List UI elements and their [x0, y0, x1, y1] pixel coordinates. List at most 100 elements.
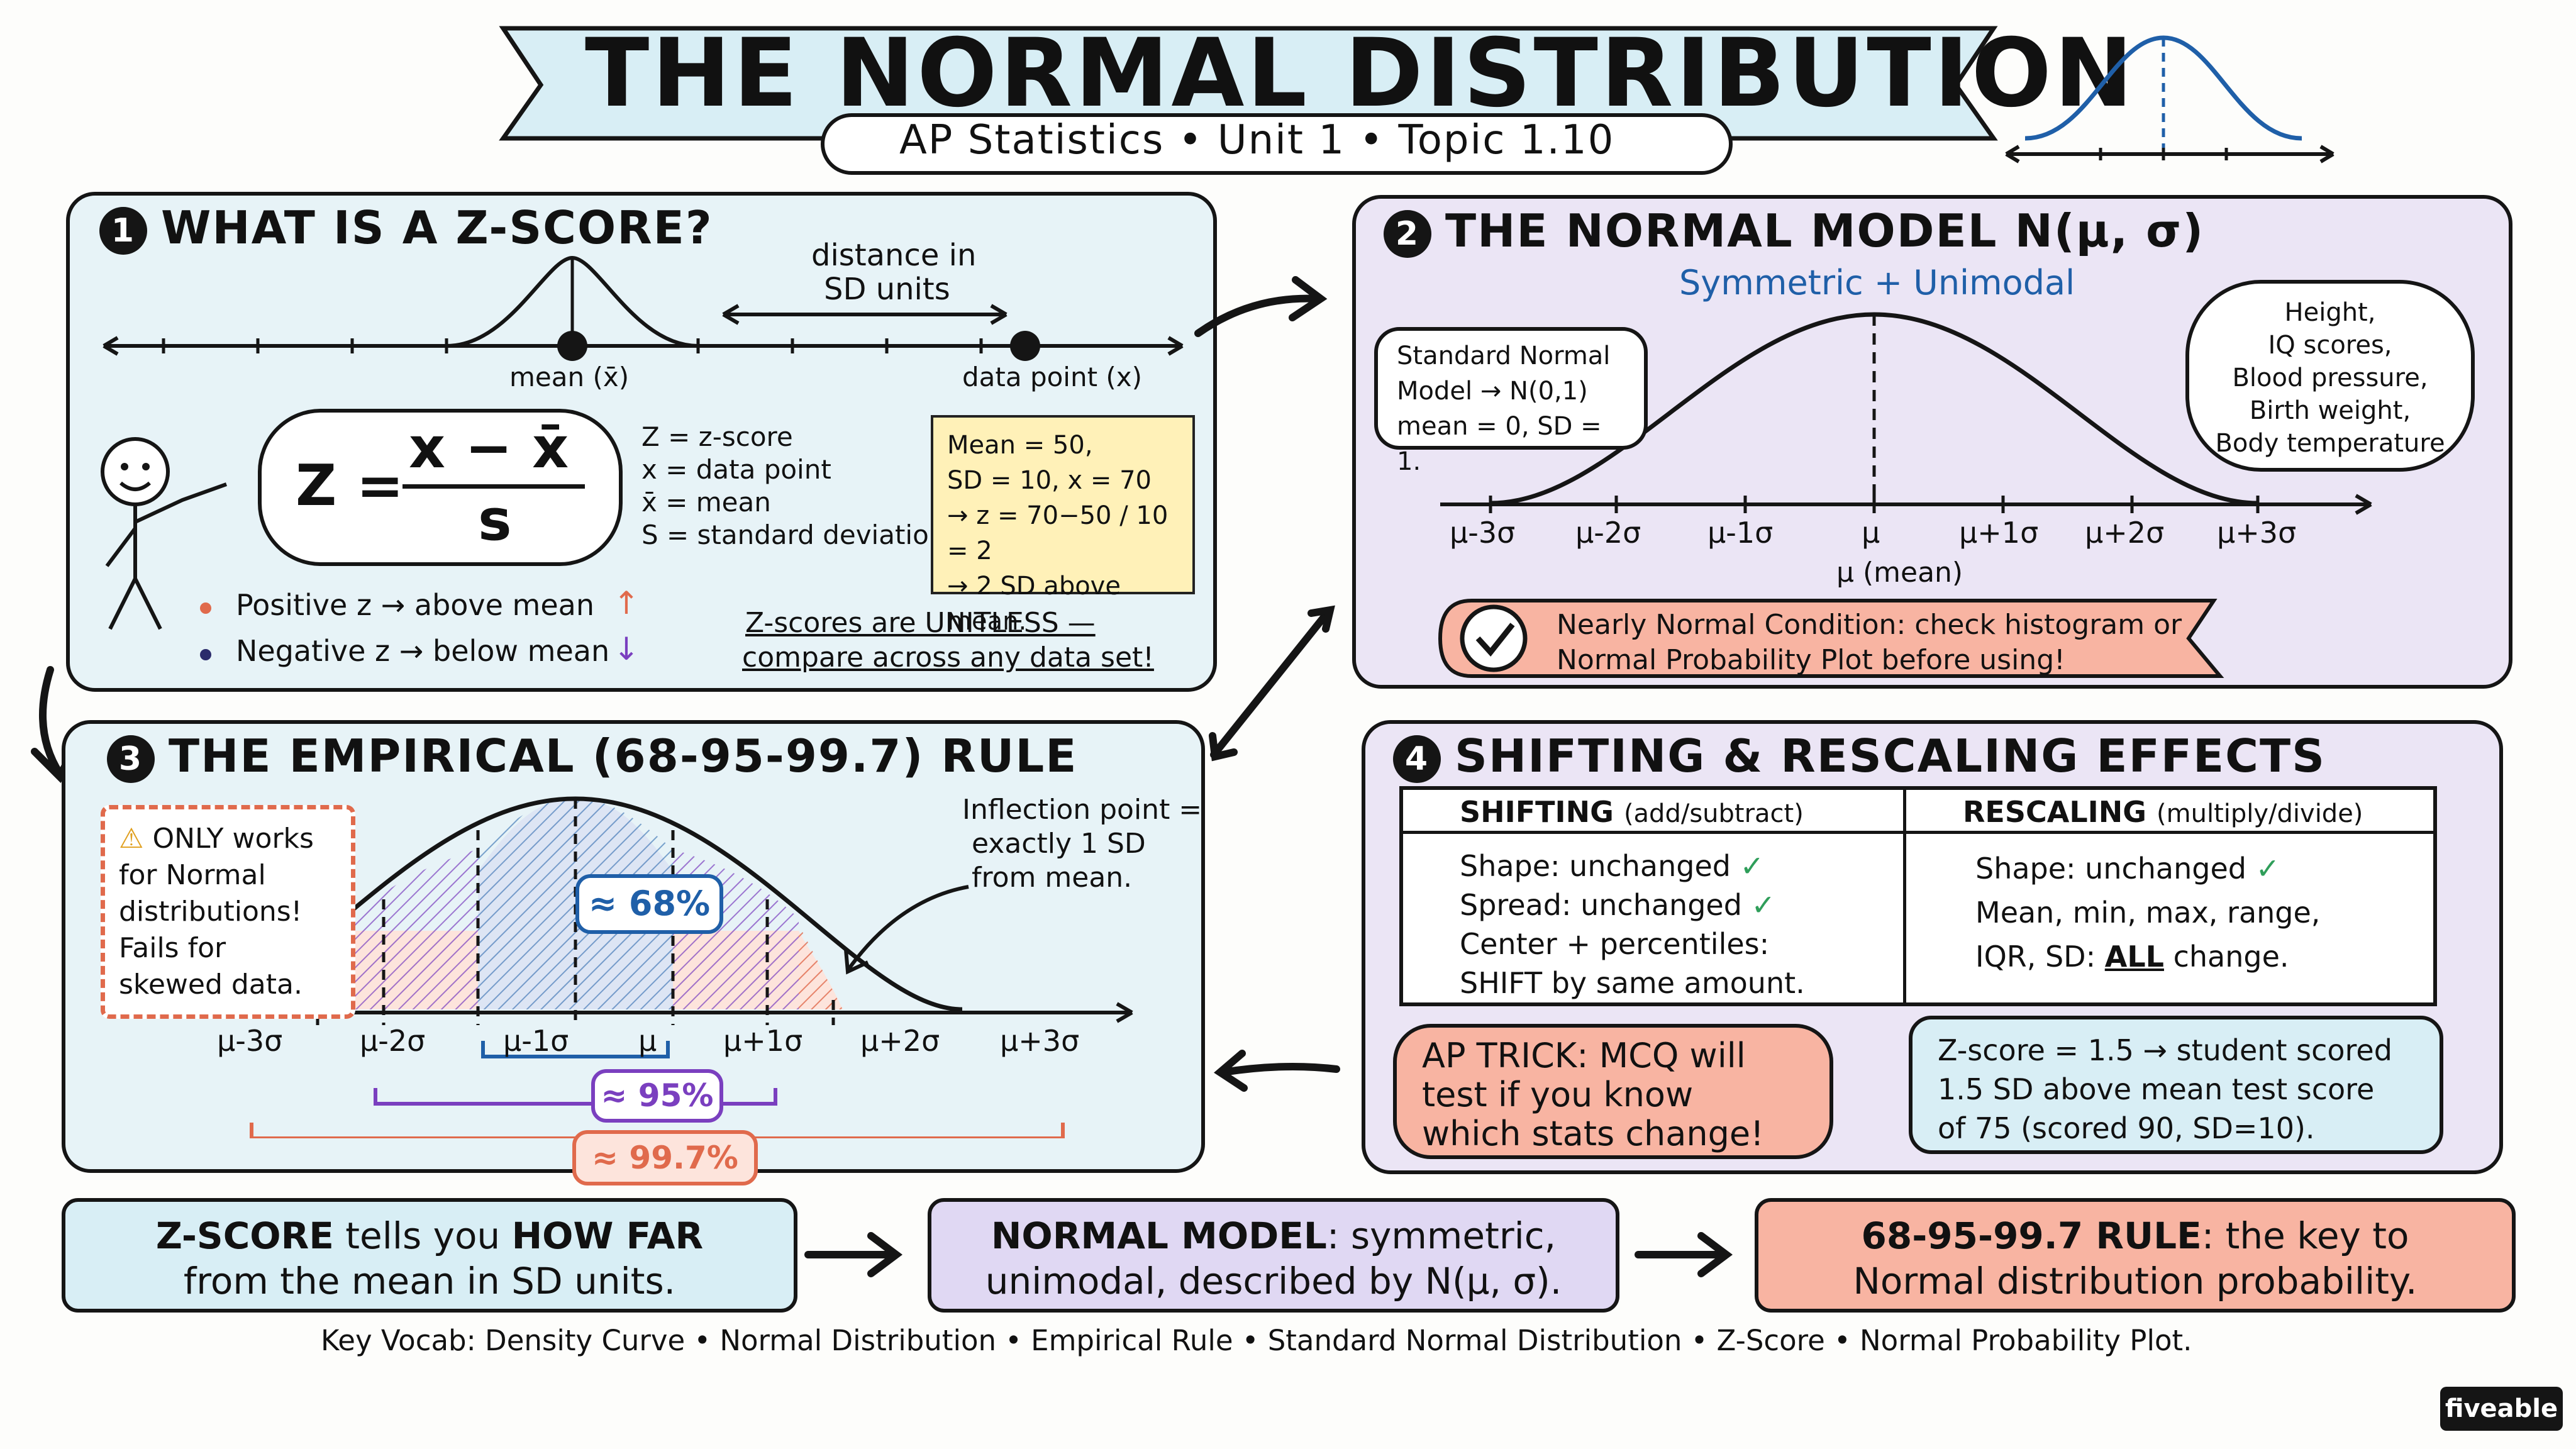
- mini-normal-curve: [2005, 35, 2334, 164]
- warning-line-1: ⚠ ONLY works: [119, 821, 337, 857]
- summary-zscore-box: Z-SCORE tells you HOW FAR from the mean …: [62, 1198, 797, 1313]
- p3-tick-m3: μ-3σ: [217, 1024, 283, 1058]
- examples-cloud: Height, IQ scores, Blood pressure, Birth…: [2185, 280, 2475, 472]
- rescale-change: IQR, SD: ALL change.: [1975, 935, 2320, 979]
- warning-box: ⚠ ONLY works for Normal distributions! F…: [101, 805, 355, 1019]
- formula-lhs: Z =: [296, 453, 404, 519]
- normal-model-curve: [1440, 312, 2372, 515]
- example-height: Height,: [2284, 298, 2376, 327]
- badge-95: ≈ 95%: [591, 1069, 723, 1123]
- trick-line-3: which stats change!: [1422, 1114, 1764, 1153]
- summary3-line1: 68-95-99.7 RULE: the key to: [1758, 1213, 2512, 1258]
- summary3-b: : the key to: [2201, 1214, 2409, 1257]
- trick-line-1: AP TRICK: MCQ will: [1422, 1036, 1746, 1075]
- check-icon: ✓: [2255, 852, 2280, 886]
- summary2-a: NORMAL MODEL: [991, 1214, 1327, 1257]
- warning-line-4: Fails for: [119, 932, 226, 964]
- rescaling-head: RESCALING: [1963, 795, 2147, 829]
- data-point-label: data point (x): [962, 362, 1143, 392]
- panel2-title-text: THE NORMAL MODEL N(μ, σ): [1445, 204, 2205, 257]
- zexample-line-1: Z-score = 1.5 → student scored: [1938, 1033, 2392, 1067]
- shift-center: Center + percentiles:: [1460, 927, 1770, 961]
- panel1-title: 1 WHAT IS A Z-SCORE?: [99, 201, 713, 255]
- rescaling-sub: (multiply/divide): [2157, 799, 2363, 828]
- inflection-line-1: Inflection point =: [962, 794, 1202, 826]
- p2-tick-m2: μ-2σ: [1575, 516, 1641, 550]
- example-iq: IQ scores,: [2268, 331, 2392, 360]
- condition-line-1: Nearly Normal Condition: check histogram…: [1557, 609, 2182, 641]
- shift-shape: Shape: unchanged ✓: [1460, 847, 1805, 886]
- p2-tick-m3: μ-3σ: [1450, 516, 1516, 550]
- brand-text: fiveable: [2445, 1394, 2558, 1423]
- std-normal-line-3: mean = 0, SD = 1.: [1397, 412, 1602, 476]
- warning-line-5: skewed data.: [119, 969, 303, 1001]
- badge-68: ≈ 68%: [575, 874, 723, 934]
- panel1-title-text: WHAT IS A Z-SCORE?: [161, 201, 713, 254]
- summary3-a: 68-95-99.7 RULE: [1861, 1214, 2202, 1257]
- distance-label-1: distance in: [811, 238, 977, 273]
- stick-figure-icon: [101, 437, 228, 630]
- standard-normal-bubble: Standard Normal Model → N(0,1) mean = 0,…: [1374, 327, 1648, 476]
- fiveable-logo[interactable]: fiveable: [2440, 1387, 2563, 1431]
- formula-fraction-bar: [402, 484, 585, 489]
- legend-zscore: Z = z-score: [641, 421, 793, 452]
- shifting-body: Shape: unchanged ✓ Spread: unchanged ✓ C…: [1460, 847, 1805, 1002]
- p3-tick-mu: μ: [638, 1024, 657, 1058]
- zexample-line-2: 1.5 SD above mean test score: [1938, 1072, 2375, 1106]
- distance-label-2: SD units: [824, 272, 950, 307]
- badge-99-7: ≈ 99.7%: [572, 1130, 758, 1185]
- up-arrow-icon: ↑: [613, 585, 640, 621]
- zexample-line-3: of 75 (scored 90, SD=10).: [1938, 1111, 2315, 1145]
- key-vocab: Key Vocab: Density Curve • Normal Distri…: [321, 1324, 2192, 1357]
- inflection-line-3: from mean.: [972, 862, 1133, 894]
- legend-mean: x̄ = mean: [641, 487, 771, 518]
- summary2-line1: NORMAL MODEL: symmetric,: [931, 1213, 1616, 1258]
- subtitle-pill: [821, 113, 1733, 175]
- shift-spread: Spread: unchanged ✓: [1460, 886, 1805, 924]
- formula-denominator: s: [478, 487, 512, 553]
- example-line-3: → z = 70−50 / 10 = 2: [947, 501, 1169, 565]
- example-line-2: SD = 10, x = 70: [947, 466, 1152, 495]
- summary1-line1: Z-SCORE tells you HOW FAR: [65, 1213, 794, 1258]
- check-icon: ✓: [1751, 888, 1776, 922]
- p2-tick-p1: μ+1σ: [1959, 516, 2039, 550]
- example-temp: Body temperature: [2215, 429, 2445, 458]
- panel3-title-text: THE EMPIRICAL (68-95-99.7) RULE: [169, 730, 1078, 782]
- example-birth: Birth weight,: [2249, 396, 2411, 425]
- p3-tick-p3: μ+3σ: [1000, 1024, 1080, 1058]
- warning-line-3: distributions!: [119, 896, 303, 928]
- rescale-shape-text: Shape: unchanged: [1975, 852, 2246, 886]
- panel1-number: 1: [99, 207, 147, 255]
- p3-tick-p2: μ+2σ: [860, 1024, 940, 1058]
- shift-amount: SHIFT by same amount.: [1460, 966, 1805, 1000]
- positive-dot: [200, 602, 211, 614]
- example-sticky-note: Mean = 50, SD = 10, x = 70 → z = 70−50 /…: [931, 415, 1195, 636]
- shift-spread-text: Spread: unchanged: [1460, 888, 1742, 922]
- p3-tick-m1: μ-1σ: [503, 1024, 569, 1058]
- rescale-change-word: change.: [2173, 940, 2289, 974]
- check-icon: ✓: [1740, 849, 1765, 883]
- summary1-b: tells you: [333, 1214, 512, 1257]
- summary-normal-box: NORMAL MODEL: symmetric, unimodal, descr…: [928, 1198, 1619, 1313]
- p2-tick-p2: μ+2σ: [2085, 516, 2165, 550]
- summary1-c: HOW FAR: [511, 1214, 704, 1257]
- unitless-line-1: Z-scores are UNITLESS —: [745, 607, 1096, 639]
- rescale-stats: Mean, min, max, range,: [1975, 896, 2321, 930]
- panel4-number: 4: [1393, 735, 1441, 784]
- p3-tick-m2: μ-2σ: [360, 1024, 426, 1058]
- rescale-iqr: IQR, SD:: [1975, 940, 2096, 974]
- example-line-1: Mean = 50,: [947, 431, 1093, 460]
- trick-line-2: test if you know: [1422, 1075, 1694, 1114]
- p3-tick-p1: μ+1σ: [723, 1024, 803, 1058]
- rescaling-header: RESCALING (multiply/divide): [1906, 790, 2433, 834]
- std-normal-line-1: Standard Normal: [1397, 341, 1611, 370]
- warning-text-1: ONLY works: [152, 823, 314, 855]
- effects-table: SHIFTING (add/subtract) Shape: unchanged…: [1399, 786, 2437, 1006]
- legend-datapoint: x = data point: [641, 454, 831, 485]
- down-arrow-icon: ↓: [613, 631, 640, 667]
- summary3-c: Normal distribution probability.: [1853, 1260, 2418, 1302]
- rescale-shape: Shape: unchanged ✓: [1975, 847, 2320, 891]
- rescale-all: ALL: [2104, 940, 2164, 974]
